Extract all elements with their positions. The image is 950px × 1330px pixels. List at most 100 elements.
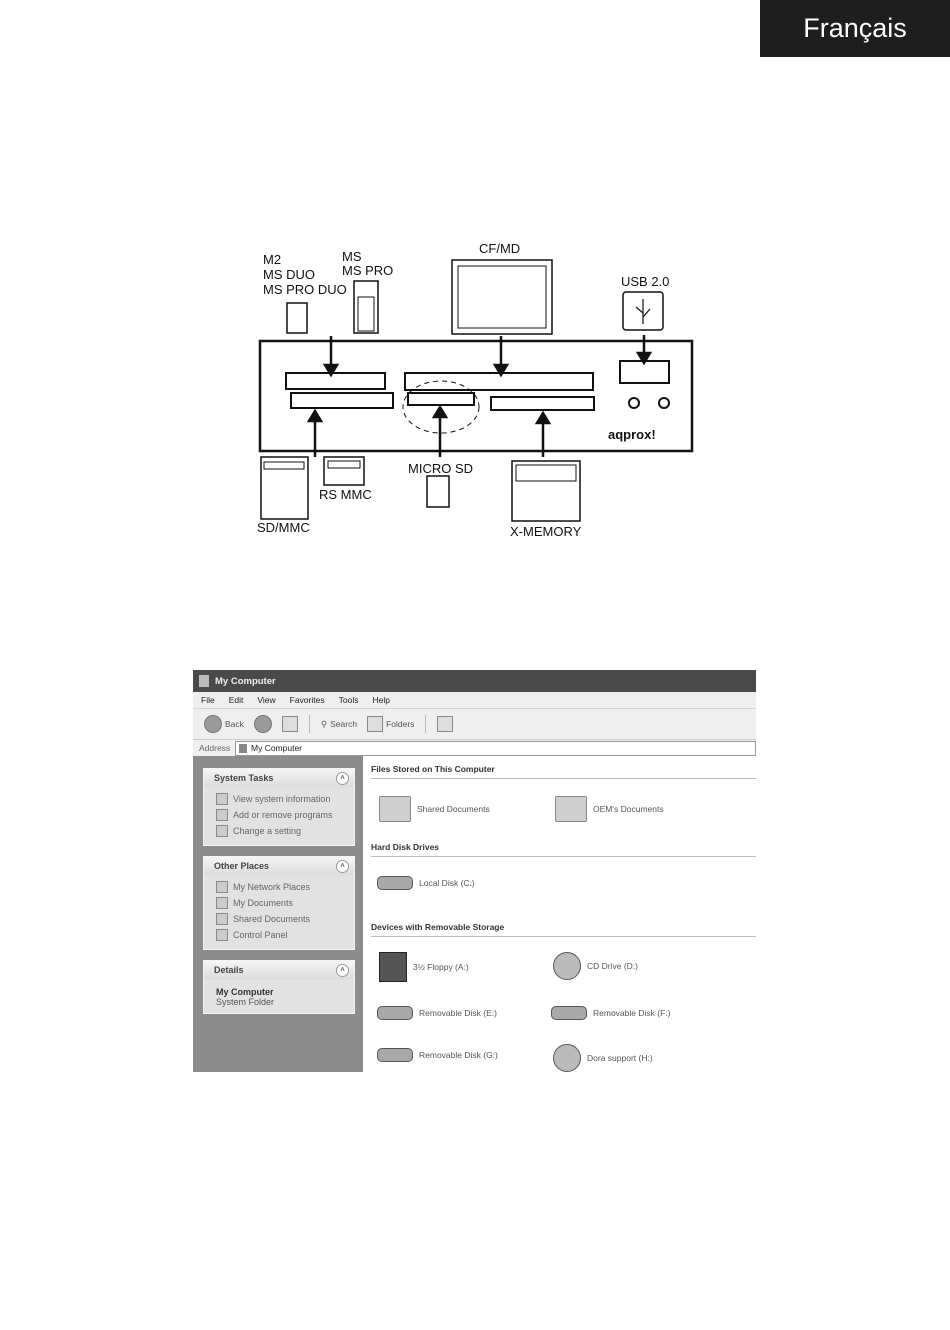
system-tasks-panel: System Tasks ˄ View system information A… [203,768,355,846]
collapse-icon[interactable]: ˄ [336,859,349,873]
toolbar-separator [425,715,427,733]
title-bar: My Computer [193,670,756,692]
language-tab: Français [760,0,950,57]
item-user-documents[interactable]: OEM's Documents [555,796,664,822]
label-ms: MS [342,249,362,264]
micro-sd-card-icon [426,475,450,508]
forward-button[interactable] [251,715,275,733]
panel-title: Other Places [214,861,270,871]
folder-up-icon [281,716,298,732]
item-cd-drive[interactable]: CD Drive (D:) [553,952,638,980]
item-floppy[interactable]: 3½ Floppy (A:) [379,952,469,982]
documents-icon [216,897,228,909]
place-control-panel[interactable]: Control Panel [216,927,346,943]
item-removable-h[interactable]: Dora support (H:) [553,1044,653,1072]
removable-disk-icon [377,1048,413,1062]
back-button[interactable]: Back [201,715,247,733]
hard-disk-icon [377,876,413,890]
forward-arrow-icon [253,715,272,733]
label-ms-duo: MS DUO [263,267,315,282]
address-bar: Address My Computer [193,740,756,757]
led-2 [658,397,670,409]
collapse-icon[interactable]: ˄ [336,771,349,785]
item-removable-e[interactable]: Removable Disk (E:) [377,1006,497,1020]
explorer-content: System Tasks ˄ View system information A… [193,756,756,1072]
file-list: Files Stored on This Computer Shared Doc… [363,756,756,1072]
disc-icon [553,1044,581,1072]
other-places-header[interactable]: Other Places ˄ [204,857,354,875]
item-local-disk[interactable]: Local Disk (C:) [377,876,475,890]
removable-disk-icon [377,1006,413,1020]
task-add-remove-programs[interactable]: Add or remove programs [216,807,346,823]
slot-micro-sd [407,392,475,406]
menu-file[interactable]: File [201,695,215,705]
section-hard-disks: Hard Disk Drives [371,842,756,857]
item-shared-documents[interactable]: Shared Documents [379,796,490,822]
item-removable-f[interactable]: Removable Disk (F:) [551,1006,670,1020]
back-arrow-icon [204,715,222,733]
details-name: My Computer [216,987,274,997]
panel-title: System Tasks [214,773,274,783]
other-places-panel: Other Places ˄ My Network Places My Docu… [203,856,355,950]
search-button[interactable]: ⚲ Search [318,719,360,730]
menu-edit[interactable]: Edit [228,695,244,705]
menu-tools[interactable]: Tools [338,695,359,705]
task-view-system-info[interactable]: View system information [216,791,346,807]
control-panel-icon [216,929,228,941]
details-type: System Folder [216,997,275,1007]
menu-help[interactable]: Help [372,695,390,705]
slot-ms [285,372,386,390]
led-1 [628,397,640,409]
sd-card-icon [260,456,309,520]
place-my-documents[interactable]: My Documents [216,895,346,911]
place-network[interactable]: My Network Places [216,879,346,895]
slot-xd [490,396,595,411]
folders-icon [367,716,384,732]
address-value: My Computer [251,743,303,753]
menu-bar: File Edit View Favorites Tools Help [193,692,756,709]
menu-favorites[interactable]: Favorites [289,695,325,705]
removable-disk-icon [551,1006,587,1020]
label-ms-pro: MS PRO [342,263,393,278]
panel-title: Details [214,965,244,975]
up-button[interactable] [279,716,301,732]
label-sd-mmc: SD/MMC [257,520,310,535]
computer-icon [199,675,209,687]
slot-cf [404,372,594,391]
menu-view[interactable]: View [257,695,276,705]
computer-icon [239,743,247,753]
label-ms-pro-duo: MS PRO DUO [263,282,347,297]
place-shared-documents[interactable]: Shared Documents [216,911,346,927]
back-label: Back [225,719,244,729]
views-button[interactable] [434,716,456,732]
item-removable-g[interactable]: Removable Disk (G:) [377,1048,498,1062]
label-m2: M2 [263,252,281,267]
collapse-icon[interactable]: ˄ [336,963,349,977]
xd-card-icon [511,460,581,522]
task-change-setting[interactable]: Change a setting [216,823,346,839]
ms-duo-card-icon [286,302,308,334]
label-cf-md: CF/MD [479,241,520,256]
label-micro-sd: MICRO SD [408,461,473,476]
info-icon [216,793,228,805]
rs-mmc-card-icon [323,456,365,486]
system-tasks-header[interactable]: System Tasks ˄ [204,769,354,787]
folder-icon [216,913,228,925]
floppy-icon [379,952,407,982]
cf-card-icon [451,259,553,335]
folder-icon [379,796,411,822]
section-removable: Devices with Removable Storage [371,922,756,937]
slot-sd [290,392,394,409]
explorer-window: My Computer File Edit View Favorites Too… [193,670,756,1072]
label-usb: USB 2.0 [621,274,669,289]
cd-drive-icon [553,952,581,980]
search-label: Search [330,719,358,729]
section-files: Files Stored on This Computer [371,764,756,779]
details-header[interactable]: Details ˄ [204,961,354,979]
address-input[interactable]: My Computer [235,740,756,756]
address-label: Address [199,743,231,753]
toolbar: Back ⚲ Search Folders [193,709,756,740]
folders-button[interactable]: Folders [364,716,417,732]
card-reader-diagram: M2 MS DUO MS PRO DUO MS MS PRO CF/MD USB… [250,235,720,555]
views-icon [437,716,454,732]
